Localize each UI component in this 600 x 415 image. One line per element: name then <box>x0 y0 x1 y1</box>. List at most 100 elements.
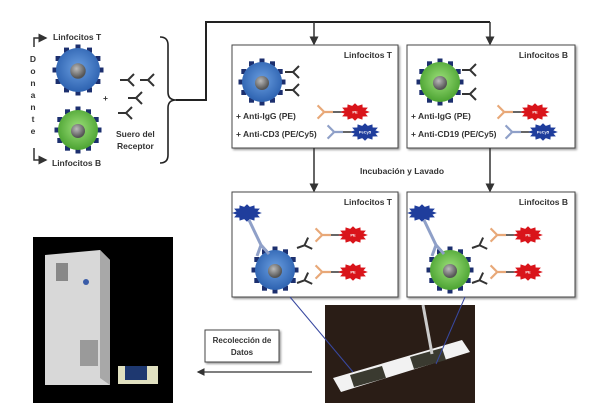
stage1-t-box: Linfocitos T + Anti-IgG (PE) + Anti-CD3 … <box>231 44 399 149</box>
t-lymphocyte-cell <box>238 58 300 106</box>
surface-receptor <box>427 61 432 67</box>
t-cell-labeled-complex: PE PE <box>232 204 368 294</box>
surface-receptor <box>262 285 267 291</box>
pe-fluorophore-icon: PE <box>520 103 550 121</box>
incubation-label: Incubación y Lavado <box>360 166 444 176</box>
surface-receptor <box>272 246 278 252</box>
sample-slide-photo <box>325 304 475 403</box>
surface-receptor <box>254 257 260 262</box>
surface-receptor <box>241 90 247 95</box>
surface-receptor <box>419 90 425 95</box>
svg-text:PE: PE <box>532 110 538 115</box>
surface-receptor <box>427 97 432 103</box>
surface-receptor <box>455 90 461 95</box>
antibody-icon <box>285 65 300 79</box>
svg-text:PE: PE <box>525 233 531 238</box>
donor-b-cells-label: Linfocitos B <box>52 158 101 168</box>
surface-receptor <box>55 56 61 61</box>
antibody-icon <box>504 124 521 140</box>
svg-text:PE: PE <box>525 270 531 275</box>
anti-cd3-pecy5-conjugate: PeCy5 <box>326 123 380 141</box>
surface-receptor <box>437 58 443 64</box>
data-collection-box <box>204 329 280 363</box>
surface-receptor <box>458 285 463 291</box>
pe-fluorophore-icon: PE <box>338 263 368 281</box>
surface-receptor <box>416 79 422 85</box>
surface-receptor <box>437 285 442 291</box>
surface-receptor <box>429 278 435 283</box>
surface-receptor <box>52 67 58 73</box>
svg-text:PE: PE <box>350 233 356 238</box>
surface-receptor <box>290 278 296 283</box>
surface-receptor <box>75 106 81 112</box>
b-cell-labeled-complex: PE PE <box>407 204 543 294</box>
antibody-icon <box>296 272 313 285</box>
surface-receptor <box>280 79 286 85</box>
b-lymphocyte-cell <box>54 106 102 154</box>
surface-receptor <box>272 288 278 294</box>
surface-receptor <box>55 79 61 84</box>
surface-receptor <box>270 97 275 103</box>
serum-antibodies <box>118 73 155 120</box>
surface-receptor <box>54 127 60 133</box>
antibody-icon <box>120 73 135 87</box>
surface-receptor <box>458 249 463 255</box>
surface-receptor <box>238 79 244 85</box>
surface-receptor <box>262 249 267 255</box>
anti-igg-pe-conjugate: PE <box>496 103 550 121</box>
antibody-icon <box>462 87 477 101</box>
surface-receptor <box>447 246 453 252</box>
serum-label-line2: Receptor <box>117 141 155 151</box>
surface-receptor <box>93 138 99 143</box>
antibody-icon <box>118 106 133 120</box>
zoom-line <box>289 296 354 373</box>
data-collection-line1: Recolección de <box>213 336 272 345</box>
antibody-icon <box>496 104 513 120</box>
cell-nucleus <box>70 63 86 79</box>
antibody-icon <box>285 83 300 97</box>
t-reagent-anti-cd3: + Anti-CD3 (PE/Cy5) <box>236 129 317 139</box>
surface-receptor <box>468 267 474 273</box>
surface-receptor <box>455 69 461 74</box>
t-reagent-anti-igg: + Anti-IgG (PE) <box>236 111 296 121</box>
surface-receptor <box>277 69 283 74</box>
antibody-icon <box>316 104 333 120</box>
surface-receptor <box>437 100 443 106</box>
surface-receptor <box>448 61 453 67</box>
antibody-icon <box>462 63 477 77</box>
surface-receptor <box>64 47 69 53</box>
cell-nucleus <box>255 76 269 90</box>
cell-nucleus <box>268 264 282 278</box>
surface-receptor <box>96 127 102 133</box>
stage1-b-title: Linfocitos B <box>519 50 568 60</box>
surface-receptor <box>448 97 453 103</box>
surface-receptor <box>465 278 471 283</box>
donor-letter: a <box>31 90 36 100</box>
donor-letter: e <box>31 126 36 136</box>
antibody-icon <box>314 264 331 280</box>
surface-receptor <box>64 87 69 93</box>
donor-bracket-arrow <box>33 148 48 165</box>
surface-receptor <box>95 56 101 61</box>
surface-receptor <box>437 249 442 255</box>
cell-nucleus <box>443 264 457 278</box>
surface-receptor <box>87 87 92 93</box>
cell-nucleus <box>433 76 447 90</box>
antibody-icon <box>314 227 331 243</box>
surface-receptor <box>426 267 432 273</box>
anti-igg-pe-conjugate: PE <box>316 103 370 121</box>
surface-receptor <box>249 97 254 103</box>
b-lymphocyte-cell <box>416 58 477 106</box>
flow-cytometer-photo <box>33 237 173 403</box>
donor-bracket-arrow <box>33 33 48 47</box>
surface-receptor <box>293 267 299 273</box>
surface-receptor <box>249 61 254 67</box>
surface-receptor <box>57 117 63 122</box>
serum-label-line1: Suero del <box>116 129 155 139</box>
surface-receptor <box>75 44 81 50</box>
antibody-icon <box>296 237 313 250</box>
surface-receptor <box>259 100 265 106</box>
antibody-icon <box>471 237 488 250</box>
